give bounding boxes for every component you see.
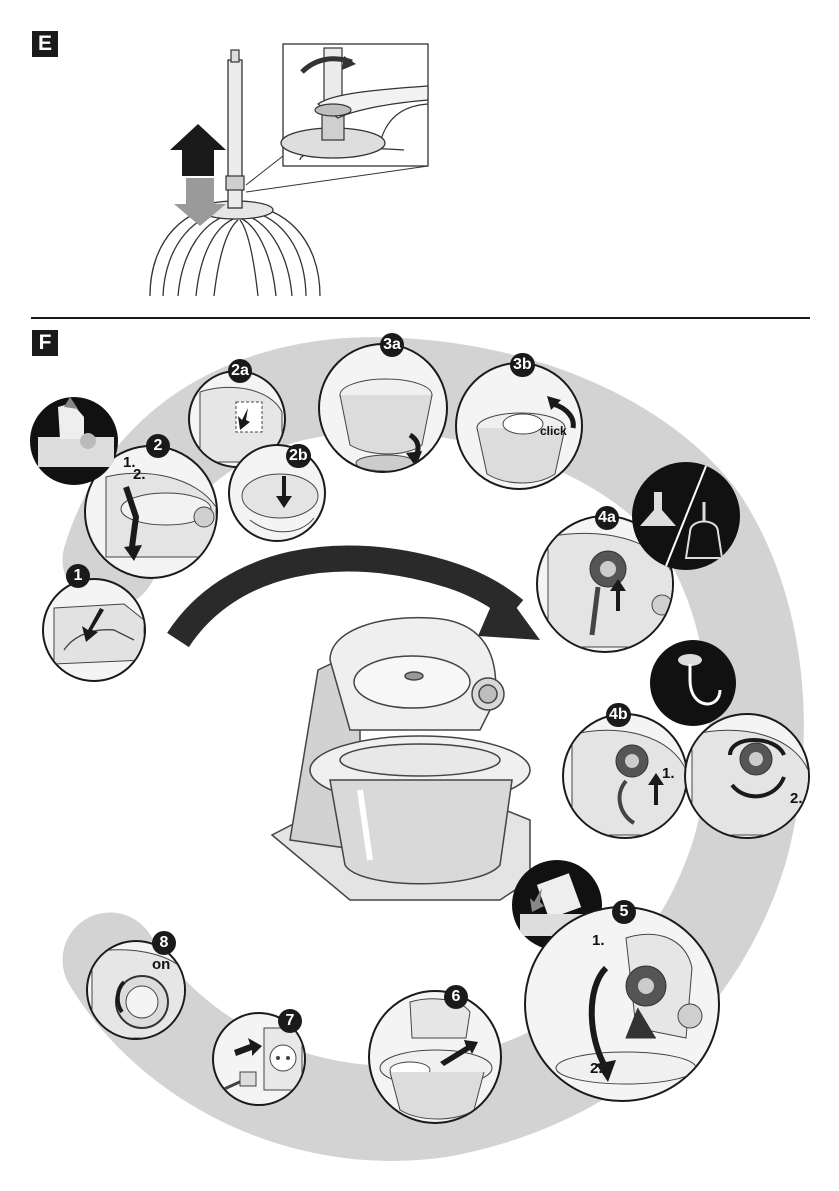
step-3b-bowl-click-illustration (455, 362, 583, 490)
step-1-badge: 1 (66, 564, 90, 588)
section-letter-e: E (32, 31, 58, 57)
step-4b-label-second: 2. (790, 790, 803, 807)
step-4b-hook-inset (650, 640, 736, 726)
step-4b-attach-hook-illustration (562, 713, 688, 839)
step-5-lower-head-illustration (524, 906, 720, 1102)
step-3a-badge: 3a (380, 333, 404, 357)
step-7-badge: 7 (278, 1009, 302, 1033)
step-8-dial-on-illustration (86, 940, 186, 1040)
step-4b-badge: 4b (606, 703, 631, 727)
step-3a-bowl-illustration (318, 343, 448, 473)
step-4a-attach-tool-illustration (536, 515, 674, 653)
step-5-label-first: 1. (592, 932, 605, 949)
step-8-on-label: on (152, 956, 171, 973)
step-6-splash-guard-illustration (368, 990, 502, 1124)
step-2-label-second: 2. (133, 466, 146, 483)
step-4a-badge: 4a (595, 506, 619, 530)
step-5-label-second: 2. (590, 1060, 603, 1077)
whisk-removal-illustration (149, 43, 429, 297)
section-letter-f: F (32, 330, 58, 356)
step-1-lever-illustration (42, 578, 146, 682)
step-6-badge: 6 (444, 985, 468, 1009)
step-2a-illustration (188, 370, 286, 468)
step-2-illustration (84, 445, 218, 579)
step-4b-label-first: 1. (662, 765, 675, 782)
step-2-badge: 2 (146, 434, 170, 458)
step-2-label-first: 1. (123, 454, 136, 471)
wrench-inset (280, 47, 429, 161)
step-2b-illustration (228, 444, 326, 542)
section-divider (31, 317, 810, 319)
step-2b-badge: 2b (286, 444, 311, 468)
step-2-tilt-head-inset (30, 397, 118, 485)
stand-mixer-illustration (270, 616, 531, 901)
step-2a-badge: 2a (228, 359, 252, 383)
step-3b-click-label: click (540, 424, 567, 438)
step-4a-tools-inset (632, 462, 740, 570)
step-5-badge: 5 (612, 900, 636, 924)
step-3b-badge: 3b (510, 353, 535, 377)
step-4b-rotate-illustration (684, 713, 810, 839)
step-8-badge: 8 (152, 931, 176, 955)
